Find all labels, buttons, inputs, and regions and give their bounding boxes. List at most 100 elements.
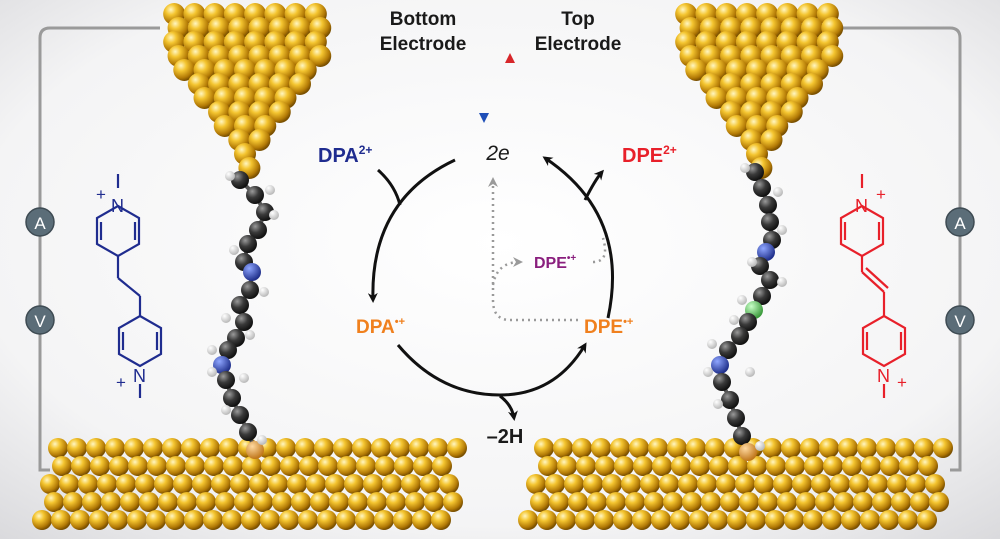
gold-atom [200, 438, 220, 458]
gold-atom [689, 510, 709, 530]
gold-atom [545, 474, 565, 494]
gold-atom [405, 492, 425, 512]
gold-atom [165, 510, 185, 530]
gold-atom [625, 492, 645, 512]
gold-atom [276, 438, 296, 458]
gold-atom [746, 510, 766, 530]
gold-atom [52, 456, 72, 476]
gold-atom [929, 492, 949, 512]
gold-atom [143, 438, 163, 458]
reaction-cycle [367, 156, 615, 421]
gold-atom [610, 438, 630, 458]
gold-atom [248, 129, 271, 151]
gold-atom [860, 510, 880, 530]
gold-atom [811, 474, 831, 494]
gold-atom [219, 438, 239, 458]
carbon-atom [235, 313, 253, 331]
gold-atom [439, 474, 459, 494]
hydrogen-atom [707, 339, 717, 349]
left-voltmeter-label: V [34, 312, 46, 331]
gold-atom [287, 474, 307, 494]
carbon-atom [753, 179, 771, 197]
dpe-bottom-charge: + [897, 373, 907, 392]
gold-atom [701, 492, 721, 512]
gold-atom [804, 456, 824, 476]
gold-atom [71, 456, 91, 476]
gold-atom [823, 456, 843, 476]
gold-atom [709, 456, 729, 476]
dpe-top-nitrogen: N [855, 196, 868, 216]
gold-atom [671, 456, 691, 476]
hydrogen-atom [737, 295, 747, 305]
dpa-molecule-junction [207, 171, 279, 459]
gold-atom [821, 45, 844, 67]
right-voltmeter: V [945, 305, 975, 335]
dpa-structural-formula [95, 174, 163, 398]
carbon-atom [219, 341, 237, 359]
hydrogen-atom [747, 257, 757, 267]
gold-atom [203, 510, 223, 530]
gold-atom [108, 510, 128, 530]
gold-atom [606, 492, 626, 512]
gold-atom [44, 492, 64, 512]
gold-atom [412, 510, 432, 530]
hydrogen-atom [755, 441, 765, 451]
carbon-atom [727, 409, 745, 427]
gold-atom [819, 438, 839, 458]
gold-atom [591, 438, 611, 458]
gold-atom [784, 510, 804, 530]
gold-atom [128, 456, 148, 476]
gold-atom [386, 492, 406, 512]
gold-atom [432, 456, 452, 476]
gold-atom [124, 438, 144, 458]
bottom-electrode-label-line1: Bottom [390, 9, 456, 30]
nitrogen-atom [243, 263, 261, 281]
hydrogen-atom [259, 287, 269, 297]
gold-atom [572, 438, 592, 458]
hydrogen-atom [745, 367, 755, 377]
gold-atom [268, 474, 288, 494]
carbon-atom [223, 389, 241, 407]
bottom-electrode-label-line2: Electrode [380, 34, 467, 55]
gold-atom [299, 456, 319, 476]
gold-atom [781, 438, 801, 458]
dotted-path-to-dpe-mid [491, 257, 523, 286]
carbon-atom [761, 213, 779, 231]
gold-atom [587, 492, 607, 512]
carbon-atom [746, 163, 764, 181]
hydrogen-atom [239, 373, 249, 383]
gold-atom [792, 474, 812, 494]
gold-atom [382, 474, 402, 494]
gold-atom [428, 438, 448, 458]
carbon-atom [239, 235, 257, 253]
gold-atom [101, 492, 121, 512]
gold-atom [800, 438, 820, 458]
gold-atom [367, 492, 387, 512]
gold-atom [564, 474, 584, 494]
gold-atom [309, 45, 332, 67]
gold-atom [59, 474, 79, 494]
gold-atom [549, 492, 569, 512]
gold-atom [51, 510, 71, 530]
gold-atom [329, 492, 349, 512]
gold-atom [652, 456, 672, 476]
gold-atom [648, 438, 668, 458]
carbon-atom [239, 423, 257, 441]
gold-atom [230, 474, 250, 494]
gold-atom [678, 474, 698, 494]
gold-atom [317, 510, 337, 530]
carbon-atom [246, 186, 264, 204]
right-bottom-electrode-slab [518, 438, 953, 530]
gold-atom [690, 456, 710, 476]
dpe-molecule-junction [703, 163, 787, 461]
gold-atom [355, 510, 375, 530]
gold-atom [333, 438, 353, 458]
carbon-atom [759, 196, 777, 214]
nitrogen-atom [213, 356, 231, 374]
gold-atom [925, 474, 945, 494]
dotted-path-to-electrons [488, 177, 578, 322]
gold-atom [725, 115, 748, 137]
gold-atom [146, 510, 166, 530]
gold-atom [686, 438, 706, 458]
